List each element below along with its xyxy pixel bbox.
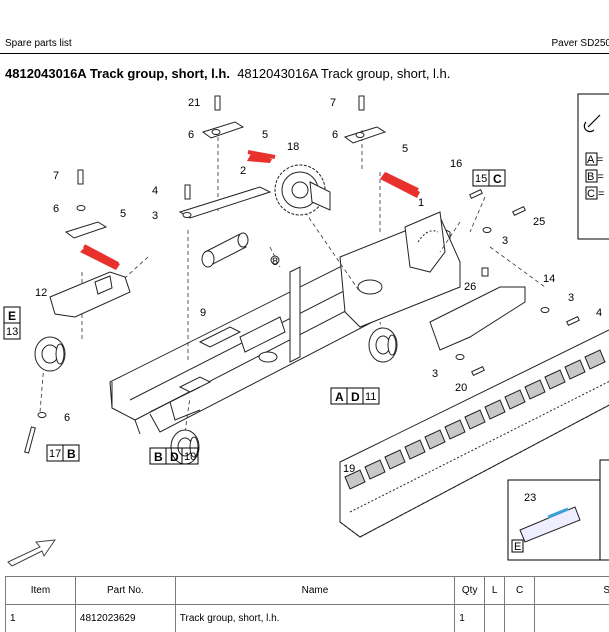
col-c: C (504, 576, 536, 605)
legend-b: B = (587, 171, 604, 183)
red-arrow-shafts (83, 150, 419, 266)
callout-26: 26 (464, 281, 476, 293)
callout-14: 14 (543, 273, 555, 285)
callout-18: 18 (287, 141, 299, 153)
callout-3c: 3 (568, 292, 574, 304)
letter-c: C (493, 172, 502, 186)
tensioner-cylinder-part-9 (201, 232, 249, 268)
letter-e: E (8, 309, 16, 323)
col-l: L (484, 576, 506, 605)
callout-23: 23 (524, 492, 536, 504)
direction-arrow-icon (7, 539, 57, 567)
callout-21: 21 (188, 97, 200, 109)
callout-4: 4 (152, 185, 158, 197)
assembly-title: 4812043016A Track group, short, l.h. 481… (5, 66, 450, 81)
inset-letter-e: E (514, 541, 521, 553)
cell-item: 1 (5, 604, 76, 632)
drive-sprocket-part-18 (274, 164, 331, 216)
letter-b: B (67, 447, 76, 461)
callout-3b: 3 (502, 235, 508, 247)
callout-12: 12 (35, 287, 47, 299)
callout-3: 3 (152, 210, 158, 222)
cover-plates (64, 121, 387, 239)
assembly-title-bold: 4812043016A Track group, short, l.h. (5, 66, 230, 81)
callout-5c: 5 (120, 208, 126, 220)
key-legend-box: A = B = C = (577, 93, 609, 240)
callout-7b: 7 (53, 170, 59, 182)
main-frame (109, 211, 461, 435)
callout-15: 15 (475, 173, 487, 185)
page-header: Spare parts list Paver SD250 (0, 0, 609, 56)
callout-25: 25 (533, 216, 545, 228)
roller-part-13 (34, 336, 66, 372)
callout-20: 20 (455, 382, 467, 394)
col-item: Item (5, 576, 76, 605)
col-s: S (534, 576, 609, 605)
cell-name: Track group, short, l.h. (174, 604, 456, 632)
cell-l (484, 604, 506, 632)
boxed-callout-text: 15 C E 13 A D 11 17 B B D 10 (6, 172, 502, 464)
callout-16: 16 (450, 158, 462, 170)
letter-d: D (351, 390, 360, 404)
callout-2: 2 (240, 165, 246, 177)
callout-labels: 21 7 6 6 5 5 18 2 4 3 7 6 5 16 1 8 9 12 … (35, 97, 602, 504)
legend-a: A = (587, 154, 603, 166)
callout-9: 9 (200, 307, 206, 319)
cell-qty: 1 (454, 604, 486, 632)
callout-6b: 6 (332, 129, 338, 141)
callout-13: 13 (6, 326, 18, 338)
header-machine-model: Paver SD250 (551, 38, 609, 49)
cell-s (534, 604, 609, 632)
letter-b2: B (154, 450, 163, 464)
letter-a: A (335, 390, 344, 404)
callout-19: 19 (343, 463, 355, 475)
cell-c (504, 604, 536, 632)
track-guard-part-14 (429, 286, 526, 351)
col-qty: Qty (454, 576, 486, 605)
exploded-view-drawing: A = B = C = (0, 82, 609, 582)
letter-d2: D (170, 450, 179, 464)
callout-6: 6 (188, 129, 194, 141)
wrench-icon (583, 114, 601, 133)
header-section-title: Spare parts list (5, 38, 72, 49)
callout-7: 7 (330, 97, 336, 109)
legend-c: C = (587, 188, 604, 200)
table-row: 1 4812023629 Track group, short, l.h. 1 (5, 604, 609, 632)
track-chain-part-19 (339, 329, 609, 538)
callout-5b: 5 (402, 143, 408, 155)
col-name: Name (174, 576, 456, 605)
callout-8: 8 (272, 256, 278, 268)
cell-part-no: 4812023629 (74, 604, 176, 632)
assembly-title-normal: 4812043016A Track group, short, l.h. (237, 66, 451, 81)
callout-1: 1 (418, 197, 424, 209)
callout-5: 5 (262, 129, 268, 141)
callout-11: 11 (365, 391, 376, 403)
boxed-callouts (3, 169, 506, 465)
parts-table: Item Part No. Name Qty L C S 1 481202362… (5, 576, 609, 632)
col-part-no: Part No. (74, 576, 176, 605)
table-header-row: Item Part No. Name Qty L C S (5, 576, 609, 605)
part-12-bracket (49, 271, 131, 318)
callout-10: 10 (184, 451, 196, 463)
callout-17: 17 (49, 448, 61, 460)
inset-grease-part-23: E (507, 459, 609, 561)
roller-part-11 (368, 327, 398, 363)
callout-6d: 6 (64, 412, 70, 424)
callout-6c: 6 (53, 203, 59, 215)
callout-4b: 4 (596, 307, 602, 319)
exploded-view-svg: A = B = C = (3, 93, 609, 567)
bolts-and-washers (24, 95, 580, 454)
header-divider (0, 53, 609, 54)
callout-3d: 3 (432, 368, 438, 380)
